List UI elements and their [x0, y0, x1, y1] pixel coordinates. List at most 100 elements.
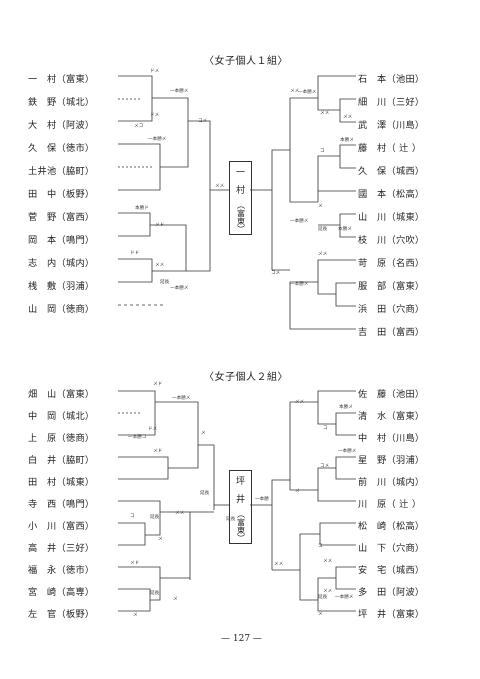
- g1-score-mark: メメ: [318, 252, 328, 257]
- g2-score-mark: 延長: [226, 517, 236, 522]
- player-school: （徳商）: [56, 433, 95, 444]
- g1-score-mark: メコ: [134, 124, 144, 129]
- player-name: 土井池: [28, 166, 57, 177]
- g2-score-mark: コ: [130, 514, 135, 519]
- g1-score-mark: メメ: [320, 111, 330, 116]
- g1-left-player-11: 山 岡（徳商）: [28, 301, 94, 315]
- player-name: 坪 井: [358, 609, 387, 620]
- player-school: （穴商）: [386, 543, 425, 554]
- g1-right-player-6: 國 本（松高）: [358, 186, 424, 200]
- g1-score-mark: メメ: [343, 115, 353, 120]
- g2-score-mark: メド: [153, 449, 163, 454]
- g2-right-player-10: 多 田（阿波）: [358, 584, 424, 598]
- g2-score-mark: 本勝メ: [339, 405, 353, 410]
- g2-right-player-3: 中 村（川島）: [358, 430, 424, 444]
- g1-right-player-7: 山 川（城東）: [358, 209, 424, 223]
- g2-right-player-2: 清 水（富東）: [358, 408, 424, 422]
- player-name: 岡 本: [28, 235, 57, 246]
- player-name: 吉 田: [358, 327, 387, 338]
- g2-right-player-6: 川 原（ 辻 ）: [358, 496, 421, 510]
- player-name: 寺 西: [28, 499, 57, 510]
- g1-right-player-5: 久 保（城西）: [358, 163, 424, 177]
- g1-right-player-10: 服 部（富東）: [358, 278, 424, 292]
- player-school: （城東）: [386, 212, 425, 223]
- g1-score-mark: 一本勝メ: [170, 286, 189, 291]
- g2-left-player-1: 畑 山（富東）: [28, 386, 94, 400]
- g1-score-mark: 一本勝メ: [170, 89, 189, 94]
- winner-char-1: 坪: [235, 477, 245, 487]
- g2-left-player-11: 左 官（板野）: [28, 606, 94, 620]
- winner-char-2: 井: [235, 495, 245, 505]
- winner-school: （富東）: [236, 510, 246, 542]
- g2-score-mark: メメ: [323, 589, 333, 594]
- g1-score-mark: 延長: [318, 227, 328, 232]
- g2-right-player-7: 松 崎（松高）: [358, 518, 424, 532]
- g2-score-mark: 一本勝メ: [172, 396, 191, 401]
- g1-score-mark: ドメ: [150, 69, 160, 74]
- player-school: （富東）: [386, 609, 425, 620]
- player-school: （脇町）: [56, 166, 95, 177]
- g1-right-player-8: 枝 川（穴吹）: [358, 232, 424, 246]
- player-name: 一 村: [28, 74, 57, 85]
- g2-left-player-7: 小 川（富西）: [28, 518, 94, 532]
- player-name: 鉄 野: [28, 97, 57, 108]
- player-name: 菅 野: [28, 212, 57, 223]
- g1-score-mark: 一本勝メ: [290, 219, 309, 224]
- player-school: （ 辻 ）: [386, 143, 422, 154]
- player-school: （板野）: [56, 189, 95, 200]
- g1-score-mark: コ: [320, 149, 325, 154]
- player-name: 大 村: [28, 120, 57, 131]
- g2-score-mark: メド: [130, 561, 140, 566]
- g2-score-mark: メ: [318, 612, 323, 617]
- player-name: 國 本: [358, 189, 387, 200]
- player-school: （城西）: [386, 565, 425, 576]
- g1-right-player-3: 武 澤（川島）: [358, 117, 424, 131]
- player-school: （富東）: [56, 74, 95, 85]
- player-school: （穴商）: [386, 304, 425, 315]
- g2-score-mark: 延長: [150, 591, 160, 596]
- player-name: 山 川: [358, 212, 387, 223]
- g2-score-mark: メ: [158, 537, 163, 542]
- g1-score-mark: 一本勝メ: [298, 90, 317, 95]
- g1-left-player-5: 土井池（脇町）: [28, 163, 94, 177]
- player-school: （羽浦）: [56, 281, 95, 292]
- player-school: （三好）: [56, 543, 95, 554]
- g1-left-player-9: 志 内（城内）: [28, 255, 94, 269]
- g2-score-mark: メメ: [323, 559, 333, 564]
- player-name: 多 田: [358, 587, 387, 598]
- g2-left-player-4: 白 井（脇町）: [28, 452, 94, 466]
- player-school: （城西）: [386, 166, 425, 177]
- g1-left-player-2: 鉄 野（城北）: [28, 94, 94, 108]
- g1-score-mark: メド: [155, 223, 165, 228]
- g2-left-player-6: 寺 西（鳴門）: [28, 496, 94, 510]
- g2-score-mark: メメ: [295, 400, 305, 405]
- g2-score-mark: 一本勝メ: [338, 449, 357, 454]
- g2-score-mark: メメ: [175, 511, 185, 516]
- player-name: 福 永: [28, 565, 57, 576]
- g1-score-mark: 延長: [160, 280, 170, 285]
- g1-right-player-11: 浜 田（穴商）: [358, 301, 424, 315]
- group1-title: 〈女子個人１組〉: [204, 56, 288, 67]
- g1-score-mark: 本勝メ: [338, 227, 352, 232]
- player-name: 安 宅: [358, 565, 387, 576]
- player-school: （名西）: [386, 258, 425, 269]
- g2-score-mark: 延長: [150, 515, 160, 520]
- player-name: 田 村: [28, 477, 57, 488]
- g2-score-mark: 一本勝コ: [128, 435, 147, 440]
- player-school: （鳴門）: [56, 499, 95, 510]
- player-school: （阿波）: [386, 587, 425, 598]
- player-name: 服 部: [358, 281, 387, 292]
- g1-left-player-6: 田 中（板野）: [28, 186, 94, 200]
- player-name: 中 岡: [28, 411, 57, 422]
- g2-score-mark: メド: [153, 382, 163, 387]
- player-name: 山 岡: [28, 304, 57, 315]
- player-school: （富東）: [386, 411, 425, 422]
- g1-right-player-1: 石 本（池田）: [358, 71, 424, 85]
- player-name: 細 川: [358, 97, 387, 108]
- player-name: 小 川: [28, 521, 57, 532]
- player-school: （富東）: [386, 281, 425, 292]
- player-school: （池田）: [386, 74, 425, 85]
- g2-score-mark: 一本勝メ: [335, 595, 354, 600]
- player-school: （川島）: [386, 120, 425, 131]
